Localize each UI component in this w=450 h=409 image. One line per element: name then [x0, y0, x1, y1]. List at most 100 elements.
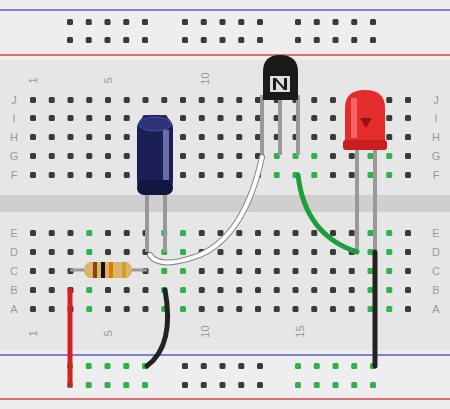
- breadboard-hole: [68, 153, 74, 159]
- column-number: 15: [295, 325, 306, 337]
- breadboard-hole: [220, 37, 226, 43]
- breadboard-hole: [49, 97, 55, 103]
- breadboard-hole: [349, 172, 355, 178]
- breadboard-hole: [123, 382, 129, 388]
- row-letter: G: [10, 151, 19, 162]
- row-letter: I: [434, 113, 437, 124]
- breadboard-hole: [293, 306, 299, 312]
- breadboard-hole: [293, 230, 299, 236]
- breadboard-hole: [124, 287, 130, 293]
- breadboard-hole: [405, 97, 411, 103]
- breadboard-hole: [311, 230, 317, 236]
- breadboard-hole: [86, 382, 92, 388]
- breadboard-hole: [180, 287, 186, 293]
- breadboard-hole: [405, 287, 411, 293]
- breadboard-hole: [330, 153, 336, 159]
- breadboard-hole: [370, 19, 376, 25]
- breadboard-hole: [238, 382, 244, 388]
- breadboard-hole: [236, 230, 242, 236]
- breadboard-hole: [349, 153, 355, 159]
- row-letter: F: [11, 170, 18, 181]
- row-letter: G: [432, 151, 441, 162]
- row-letter: C: [432, 266, 440, 277]
- breadboard-hole: [86, 363, 92, 369]
- breadboard-hole: [218, 115, 224, 121]
- breadboard-hole: [330, 306, 336, 312]
- breadboard-hole: [199, 153, 205, 159]
- breadboard-hole: [199, 134, 205, 140]
- breadboard-hole: [311, 153, 317, 159]
- breadboard-hole: [368, 172, 374, 178]
- breadboard-hole: [30, 134, 36, 140]
- column-number: 10: [200, 325, 211, 337]
- column-number: 5: [103, 330, 114, 336]
- breadboard-hole: [142, 37, 148, 43]
- breadboard-hole: [105, 230, 111, 236]
- breadboard-hole: [330, 115, 336, 121]
- breadboard-hole: [199, 230, 205, 236]
- breadboard-hole: [236, 249, 242, 255]
- breadboard-hole: [311, 115, 317, 121]
- row-letter: H: [432, 132, 440, 143]
- breadboard-hole: [333, 382, 339, 388]
- breadboard-hole: [257, 363, 263, 369]
- breadboard-hole: [30, 115, 36, 121]
- breadboard-hole: [124, 230, 130, 236]
- breadboard-hole: [86, 230, 92, 236]
- breadboard-hole: [124, 172, 130, 178]
- breadboard-hole: [314, 37, 320, 43]
- breadboard-hole: [201, 363, 207, 369]
- breadboard-hole: [68, 115, 74, 121]
- breadboard-hole: [30, 306, 36, 312]
- breadboard-hole: [182, 382, 188, 388]
- row-letter: J: [433, 95, 439, 106]
- breadboard-hole: [86, 153, 92, 159]
- breadboard-hole: [330, 287, 336, 293]
- breadboard-hole: [311, 249, 317, 255]
- breadboard-hole: [238, 363, 244, 369]
- breadboard-hole: [274, 230, 280, 236]
- breadboard-hole: [274, 172, 280, 178]
- breadboard-hole: [124, 249, 130, 255]
- breadboard-hole: [49, 268, 55, 274]
- breadboard-hole: [218, 249, 224, 255]
- breadboard-hole: [311, 306, 317, 312]
- breadboard-hole: [236, 287, 242, 293]
- breadboard-hole: [386, 172, 392, 178]
- breadboard-hole: [370, 37, 376, 43]
- breadboard-hole: [49, 172, 55, 178]
- column-number: 1: [28, 77, 39, 83]
- breadboard-hole: [238, 19, 244, 25]
- breadboard-hole: [201, 19, 207, 25]
- breadboard-hole: [330, 249, 336, 255]
- breadboard-hole: [67, 19, 73, 25]
- breadboard-hole: [49, 287, 55, 293]
- breadboard-hole: [123, 19, 129, 25]
- breadboard-hole: [218, 153, 224, 159]
- breadboard-hole: [49, 249, 55, 255]
- breadboard-hole: [105, 249, 111, 255]
- breadboard-hole: [405, 268, 411, 274]
- breadboard-hole: [86, 172, 92, 178]
- row-letter: H: [10, 132, 18, 143]
- breadboard-hole: [314, 382, 320, 388]
- row-letter: C: [10, 266, 18, 277]
- breadboard-hole: [67, 37, 73, 43]
- breadboard-hole: [220, 382, 226, 388]
- breadboard-hole: [405, 249, 411, 255]
- breadboard-hole: [330, 134, 336, 140]
- breadboard-hole: [143, 306, 149, 312]
- breadboard-hole: [218, 287, 224, 293]
- breadboard-hole: [199, 115, 205, 121]
- breadboard-hole: [405, 306, 411, 312]
- breadboard-hole: [351, 363, 357, 369]
- breadboard-hole: [405, 172, 411, 178]
- breadboard-hole: [105, 382, 111, 388]
- row-letter: E: [10, 228, 17, 239]
- breadboard-hole: [238, 37, 244, 43]
- breadboard-hole: [295, 363, 301, 369]
- breadboard-hole: [201, 382, 207, 388]
- breadboard-hole: [199, 306, 205, 312]
- breadboard-hole: [30, 287, 36, 293]
